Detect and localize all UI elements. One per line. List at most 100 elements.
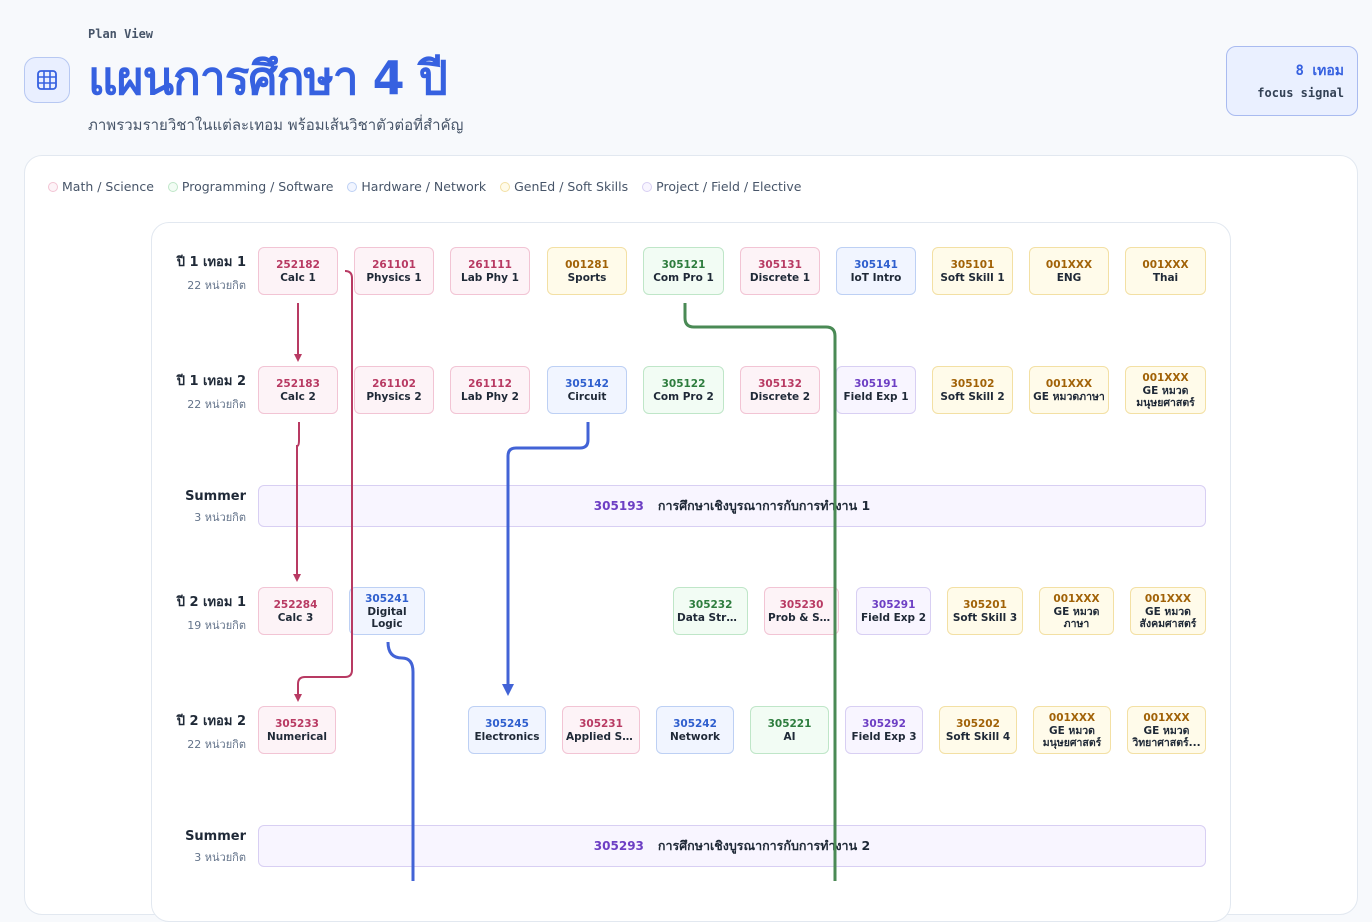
course-title: Lab Phy 2 — [461, 390, 519, 403]
course-title: Field Exp 1 — [843, 390, 909, 403]
course-title: Soft Skill 1 — [940, 271, 1005, 284]
course-title: Discrete 2 — [749, 390, 811, 403]
course-code: 252183 — [276, 377, 320, 390]
course-title: Soft Skill 2 — [940, 390, 1005, 403]
course-title: Applied Stat — [566, 730, 639, 743]
course-code: 305241 — [365, 592, 409, 605]
course-title: การศึกษาเชิงบูรณาการกับการทำงาน 1 — [657, 498, 871, 513]
course-code: 305293 — [593, 839, 644, 853]
legend-label: GenEd / Soft Skills — [514, 179, 629, 194]
legend-dot-icon — [167, 181, 178, 192]
course-code: 001281 — [565, 258, 609, 271]
course-title: Physics 1 — [366, 271, 422, 284]
summer-course-bar-1[interactable]: 305193 การศึกษาเชิงบูรณาการกับการทำงาน 1 — [258, 485, 1206, 527]
legend-label: Project / Field / Elective — [656, 179, 802, 194]
course-code: 001XXX — [1053, 592, 1100, 605]
course-title: Lab Phy 1 — [461, 271, 519, 284]
course-code: 305193 — [593, 499, 644, 513]
course-title: Soft Skill 3 — [952, 611, 1018, 624]
legend-label: Math / Science — [62, 179, 154, 194]
course-code: 305101 — [950, 258, 995, 271]
course-code: 305230 — [779, 598, 824, 611]
legend-dot-icon — [347, 181, 358, 192]
course-title: Field Exp 2 — [860, 611, 927, 624]
course-title: Thai — [1152, 271, 1179, 284]
legend-item-programming: Programming / Software — [167, 179, 333, 194]
course-code: 001XXX — [1143, 711, 1190, 724]
row-units: 3 หน่วยกิต — [194, 511, 246, 524]
course-title: Data Struct — [677, 611, 746, 624]
row-label-y2t1: ปี 2 เทอม 1 19 หน่วยกิต — [151, 591, 246, 634]
course-title-line2: สังคมศาสตร์ — [1139, 617, 1197, 630]
course-code: 001XXX — [1048, 711, 1096, 724]
course-title: ENG — [1056, 271, 1082, 284]
course-code: 305232 — [688, 598, 733, 611]
course-title: Soft Skill 4 — [945, 730, 1011, 743]
course-code: 305131 — [758, 258, 802, 271]
course-code: 305121 — [661, 258, 706, 271]
course-title: Calc 3 — [277, 611, 314, 624]
course-code: 001XXX — [1045, 258, 1093, 271]
course-title: Sports — [567, 271, 607, 284]
course-code: 001XXX — [1142, 258, 1189, 271]
legend-label: Hardware / Network — [361, 179, 487, 194]
summer-course-bar-2[interactable]: 305293 การศึกษาเชิงบูรณาการกับการทำงาน 2 — [258, 825, 1206, 867]
row-name: ปี 1 เทอม 2 — [176, 374, 246, 389]
row-name: Summer — [185, 489, 246, 504]
course-title: Prob & Stat — [768, 611, 837, 624]
course-title: Physics 2 — [366, 390, 422, 403]
legend-item-math: Math / Science — [48, 179, 154, 194]
course-title: GE หมวด — [1144, 605, 1191, 618]
page-title: แผนการศึกษา 4 ปี — [88, 51, 448, 105]
course-code: 261111 — [468, 258, 512, 271]
course-code: 305142 — [565, 377, 609, 390]
row-name: ปี 2 เทอม 2 — [176, 714, 246, 729]
row-units: 19 หน่วยกิต — [187, 619, 246, 632]
grid-icon — [24, 57, 70, 103]
course-title-line2: มนุษยศาสตร์ — [1136, 396, 1195, 409]
legend-item-gened: GenEd / Soft Skills — [500, 179, 628, 194]
course-code: 305132 — [758, 377, 802, 390]
course-title: Com Pro 1 — [653, 271, 714, 284]
row-name: ปี 2 เทอม 1 — [176, 595, 246, 610]
legend-dot-icon — [48, 181, 58, 192]
